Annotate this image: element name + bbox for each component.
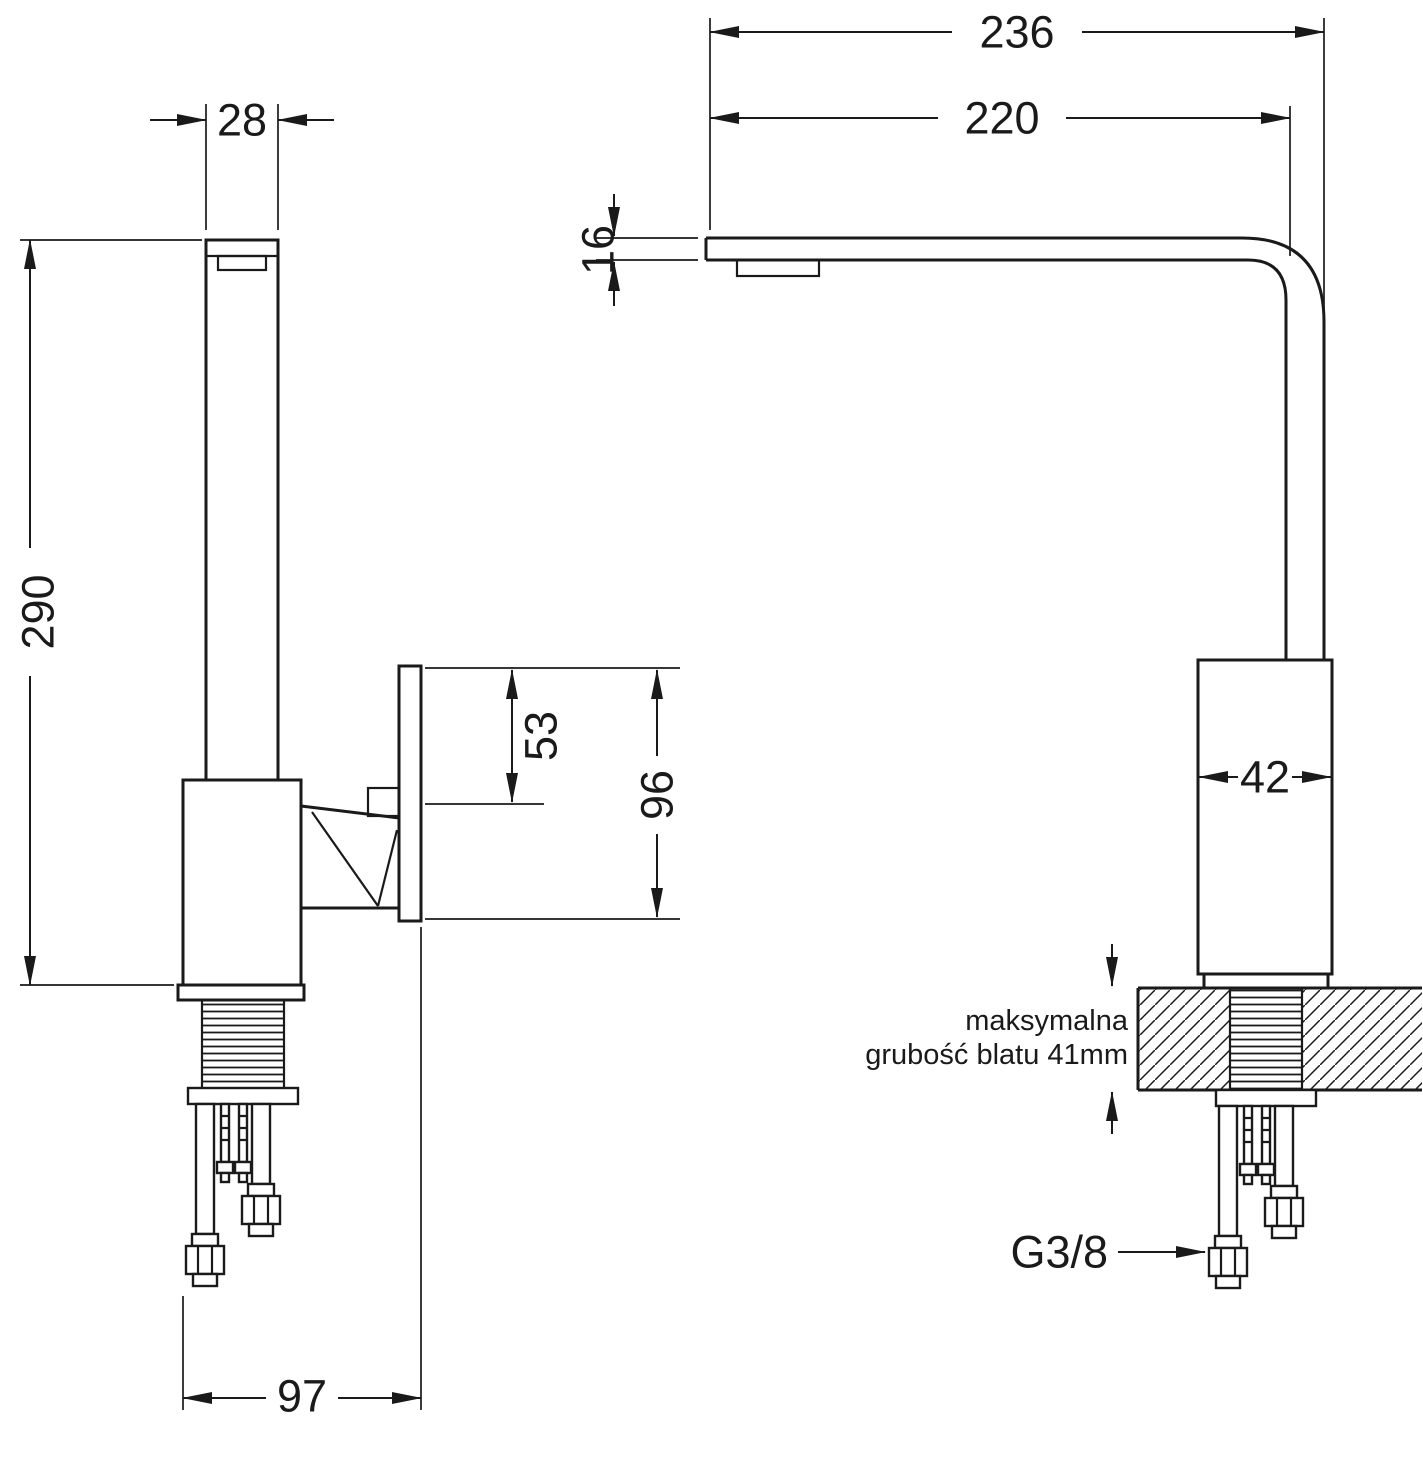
dim-overall-reach-label: 236 bbox=[979, 7, 1054, 58]
threaded-shank bbox=[202, 1000, 284, 1088]
dimension-spout-width: 28 bbox=[150, 95, 334, 230]
connection-thread-label: G3/8 bbox=[1010, 1227, 1108, 1278]
base-flange-outline bbox=[176, 983, 306, 1002]
base-flange-outline bbox=[1202, 972, 1330, 990]
front-view: 236 220 16 42 maksymalna grubość bla bbox=[573, 7, 1422, 1290]
handle-lever-outline bbox=[397, 664, 423, 923]
dim-spout-reach-label: 220 bbox=[964, 93, 1039, 144]
locknut-washer bbox=[1214, 1088, 1318, 1108]
counter-thickness-note: maksymalna grubość blatu 41mm bbox=[865, 944, 1129, 1134]
handle-hinge-detail bbox=[366, 786, 401, 818]
hose-assembly-side-view bbox=[184, 1102, 282, 1288]
spout-inner-outline bbox=[706, 258, 1288, 660]
faucet-body-outline bbox=[181, 778, 303, 987]
counter-note-line1: maksymalna bbox=[965, 1005, 1129, 1037]
dimension-base-depth: 97 bbox=[182, 927, 422, 1422]
handle-pivot-outline bbox=[299, 804, 401, 910]
threaded-shank bbox=[1230, 988, 1302, 1090]
dimension-handle: 53 96 bbox=[425, 667, 683, 920]
dim-overall-height-label: 290 bbox=[13, 574, 64, 649]
aerator-detail bbox=[216, 254, 268, 272]
dim-base-depth-label: 97 bbox=[277, 1371, 327, 1422]
dim-handle-height-label: 96 bbox=[632, 770, 683, 820]
connection-callout: G3/8 bbox=[1010, 1227, 1206, 1278]
dimension-overall-height: 290 bbox=[13, 239, 202, 986]
dim-handle-upper-label: 53 bbox=[516, 711, 567, 761]
spout-outer-outline bbox=[706, 236, 1326, 660]
hose-assembly-front-view bbox=[1207, 1104, 1305, 1290]
side-view: 28 290 53 96 97 bbox=[13, 95, 683, 1422]
dimension-body-width: 42 bbox=[1198, 752, 1332, 803]
dim-spout-width-label: 28 bbox=[217, 95, 267, 146]
locknut-washer bbox=[186, 1086, 300, 1106]
dimension-spout-thickness: 16 bbox=[573, 194, 698, 306]
dimension-overall-reach: 236 bbox=[709, 7, 1325, 318]
body-column-outline bbox=[1196, 658, 1334, 976]
counter-note-line2: grubość blatu 41mm bbox=[865, 1039, 1128, 1071]
spout-riser-outline bbox=[204, 238, 280, 782]
dim-spout-thickness-label: 16 bbox=[573, 225, 624, 275]
aerator-housing bbox=[735, 258, 821, 278]
dim-body-width-label: 42 bbox=[1240, 752, 1290, 803]
dimension-spout-reach: 220 bbox=[709, 93, 1291, 256]
